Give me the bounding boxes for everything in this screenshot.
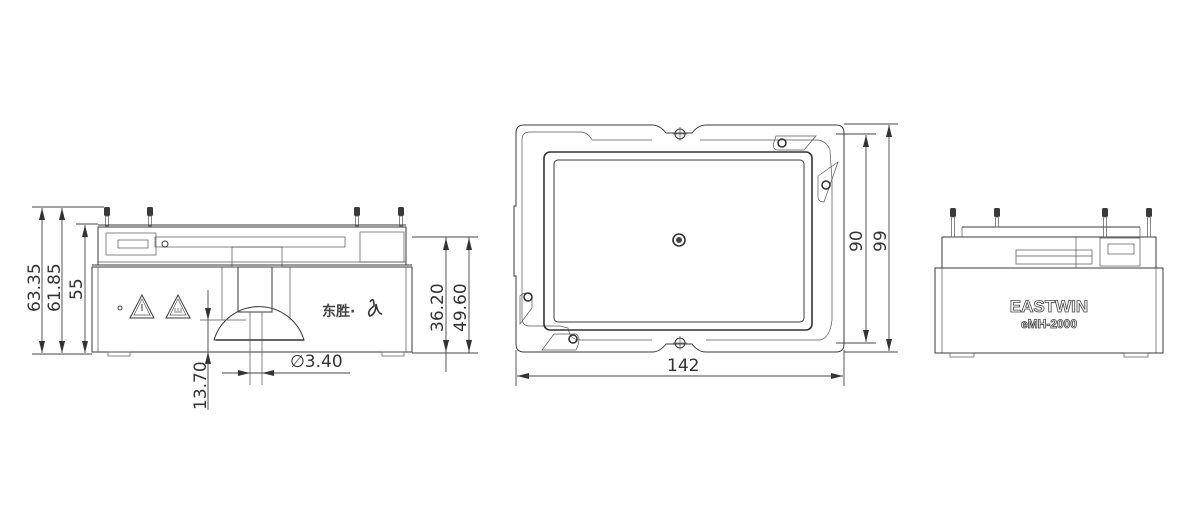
- dim-hole-diameter: ∅3.40: [290, 352, 343, 372]
- left-side-view: 东胜·: [25, 206, 478, 410]
- dim-height-to-top: 55: [67, 278, 87, 300]
- dim-height-with-plate: 49.60: [451, 283, 471, 332]
- dim-height-to-plate: 61.85: [45, 263, 65, 312]
- clamp-icon: [519, 135, 839, 351]
- right-side-view: EASTWIN eMH-2000: [934, 208, 1164, 358]
- dim-overall-height: 63.35: [25, 263, 45, 312]
- logo-glyph-icon: [367, 298, 383, 317]
- dim-outer-height: 99: [871, 230, 891, 252]
- dim-inner-height: 90: [847, 230, 867, 252]
- knob-icon: [104, 207, 404, 227]
- dimension-lines-left: [32, 206, 478, 410]
- center-screw-icon: [672, 233, 686, 247]
- model-name: eMH-2000: [1021, 317, 1077, 331]
- knob-icon: [950, 208, 1152, 238]
- top-view: 142 90 99: [513, 123, 898, 386]
- dim-base-height: 36.20: [428, 283, 448, 332]
- brand-name: EASTWIN: [1010, 297, 1088, 316]
- dim-probe-depth: 13.70: [191, 361, 211, 410]
- hot-surface-icon: [165, 293, 191, 319]
- company-logo-text: 东胜·: [322, 303, 355, 320]
- dim-width: 142: [667, 356, 699, 376]
- screw-icon: [117, 305, 123, 311]
- warning-icon: [129, 293, 155, 319]
- crosshair-icon: [673, 127, 687, 350]
